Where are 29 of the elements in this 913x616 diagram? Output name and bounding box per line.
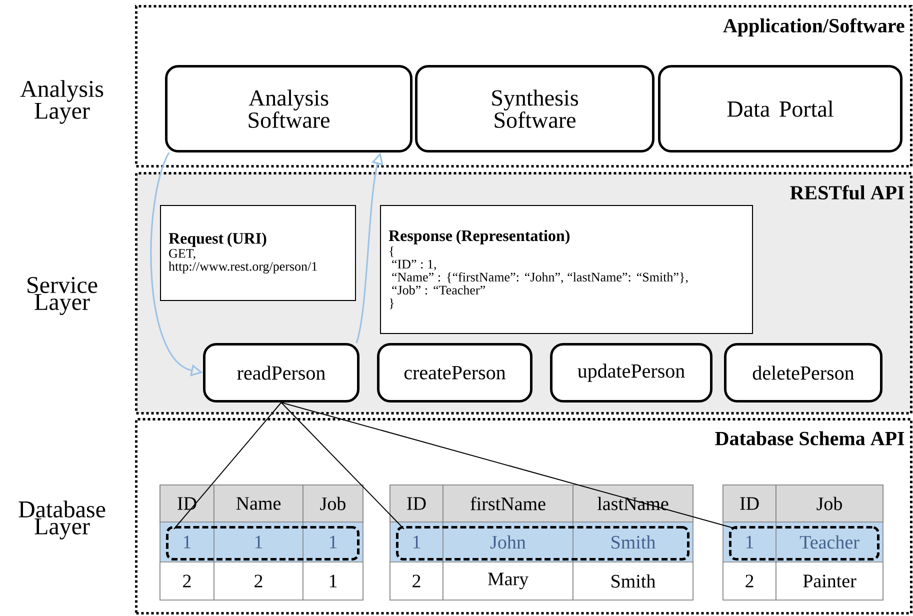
software-box: Synthesis Software <box>415 65 654 152</box>
header-cell: Name <box>214 484 304 522</box>
function-box: readPerson <box>203 343 360 402</box>
software-box: Data Portal <box>658 65 902 152</box>
highlighted-row: 1 1 1 <box>160 522 363 562</box>
header-cell: Job <box>302 484 364 522</box>
function-box: createPerson <box>377 343 532 402</box>
function-box: deletePerson <box>724 343 882 402</box>
highlighted-row: 1 Teacher <box>723 522 883 562</box>
layer-label: Analysis Layer <box>20 80 104 124</box>
header-cell: ID <box>160 484 214 522</box>
table-cell: 2 <box>160 562 214 600</box>
highlighted-row: 1 John Smith <box>390 522 693 562</box>
header-cell: ID <box>390 484 444 522</box>
table-cell: 2 <box>214 562 304 600</box>
table-cell: 2 <box>390 562 444 600</box>
connector-line <box>280 402 738 530</box>
function-box: updatePerson <box>550 343 712 402</box>
message-box: Request (URI) GET, http://www.rest.org/person/1 <box>160 205 356 301</box>
table-cell: 1 <box>302 562 364 600</box>
header-cell: ID <box>722 484 776 522</box>
connector-line <box>174 402 282 530</box>
message-box: Response (Representation) { “ID” : 1, “Name” : {“firstName”: “John”, “lastName”: “Smith”}, “Job” : “Teacher” } <box>380 205 753 334</box>
connector-line <box>280 402 404 530</box>
layer-label: Database Layer <box>18 500 106 540</box>
table-cell: Smith <box>572 562 694 600</box>
layer-label: Service Layer <box>28 277 98 315</box>
table-cell: 2 <box>722 562 776 600</box>
software-box: Analysis Software <box>165 65 412 152</box>
